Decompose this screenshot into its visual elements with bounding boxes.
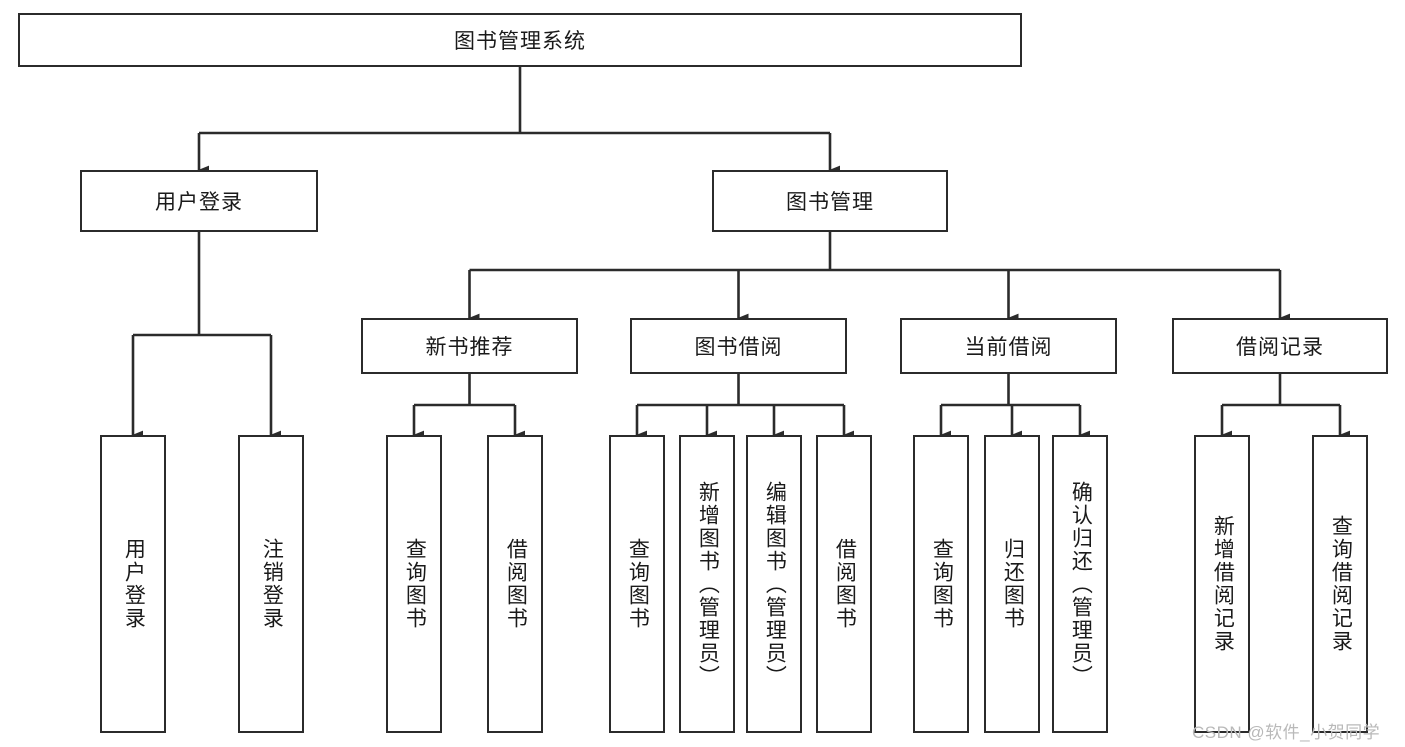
csdn-watermark: CSDN @软件_小贺同学: [1192, 723, 1381, 742]
node-leaf-query-book-borrow[interactable]: 查询图书: [609, 435, 665, 733]
node-leaf-return-book-label: 归还图书: [1001, 538, 1025, 630]
node-leaf-return-book[interactable]: 归还图书: [984, 435, 1040, 733]
node-leaf-borrow-book-recommend[interactable]: 借阅图书: [487, 435, 543, 733]
node-leaf-borrow-book[interactable]: 借阅图书: [816, 435, 872, 733]
node-root[interactable]: 图书管理系统: [18, 13, 1022, 67]
node-borrow-records-label: 借阅记录: [1236, 336, 1324, 359]
node-leaf-borrow-book-recommend-label: 借阅图书: [504, 538, 528, 630]
node-user-login[interactable]: 用户登录: [80, 170, 318, 232]
node-root-label: 图书管理系统: [454, 30, 586, 53]
node-leaf-add-book-admin-label: 新增图书（管理员）: [696, 480, 720, 688]
node-leaf-user-login-label: 用户登录: [122, 538, 146, 630]
node-book-management[interactable]: 图书管理: [712, 170, 948, 232]
node-book-borrow[interactable]: 图书借阅: [630, 318, 847, 374]
node-leaf-add-borrow-record-label: 新增借阅记录: [1211, 515, 1235, 653]
node-leaf-logout-login-label: 注销登录: [260, 538, 284, 630]
node-leaf-add-book-admin[interactable]: 新增图书（管理员）: [679, 435, 735, 733]
node-leaf-query-book-borrow-label: 查询图书: [626, 538, 650, 630]
node-new-book-recommend-label: 新书推荐: [425, 336, 514, 359]
node-leaf-query-book-current-label: 查询图书: [930, 538, 954, 630]
node-leaf-confirm-return-admin[interactable]: 确认归还（管理员）: [1052, 435, 1108, 733]
node-current-borrow-label: 当前借阅: [964, 336, 1053, 359]
node-book-borrow-label: 图书借阅: [694, 336, 783, 359]
node-leaf-add-borrow-record[interactable]: 新增借阅记录: [1194, 435, 1250, 733]
node-leaf-user-login[interactable]: 用户登录: [100, 435, 166, 733]
node-leaf-query-book-recommend-label: 查询图书: [403, 538, 427, 630]
node-leaf-query-book-recommend[interactable]: 查询图书: [386, 435, 442, 733]
node-user-login-label: 用户登录: [155, 191, 243, 214]
node-leaf-edit-book-admin-label: 编辑图书（管理员）: [763, 480, 787, 688]
node-book-management-label: 图书管理: [786, 191, 874, 214]
node-new-book-recommend[interactable]: 新书推荐: [361, 318, 578, 374]
node-current-borrow[interactable]: 当前借阅: [900, 318, 1117, 374]
node-leaf-confirm-return-admin-label: 确认归还（管理员）: [1069, 480, 1093, 688]
node-leaf-query-book-current[interactable]: 查询图书: [913, 435, 969, 733]
node-leaf-query-borrow-record-label: 查询借阅记录: [1329, 515, 1353, 653]
node-leaf-borrow-book-label: 借阅图书: [833, 538, 857, 630]
node-leaf-edit-book-admin[interactable]: 编辑图书（管理员）: [746, 435, 802, 733]
node-borrow-records[interactable]: 借阅记录: [1172, 318, 1388, 374]
node-leaf-query-borrow-record[interactable]: 查询借阅记录: [1312, 435, 1368, 733]
node-leaf-logout-login[interactable]: 注销登录: [238, 435, 304, 733]
